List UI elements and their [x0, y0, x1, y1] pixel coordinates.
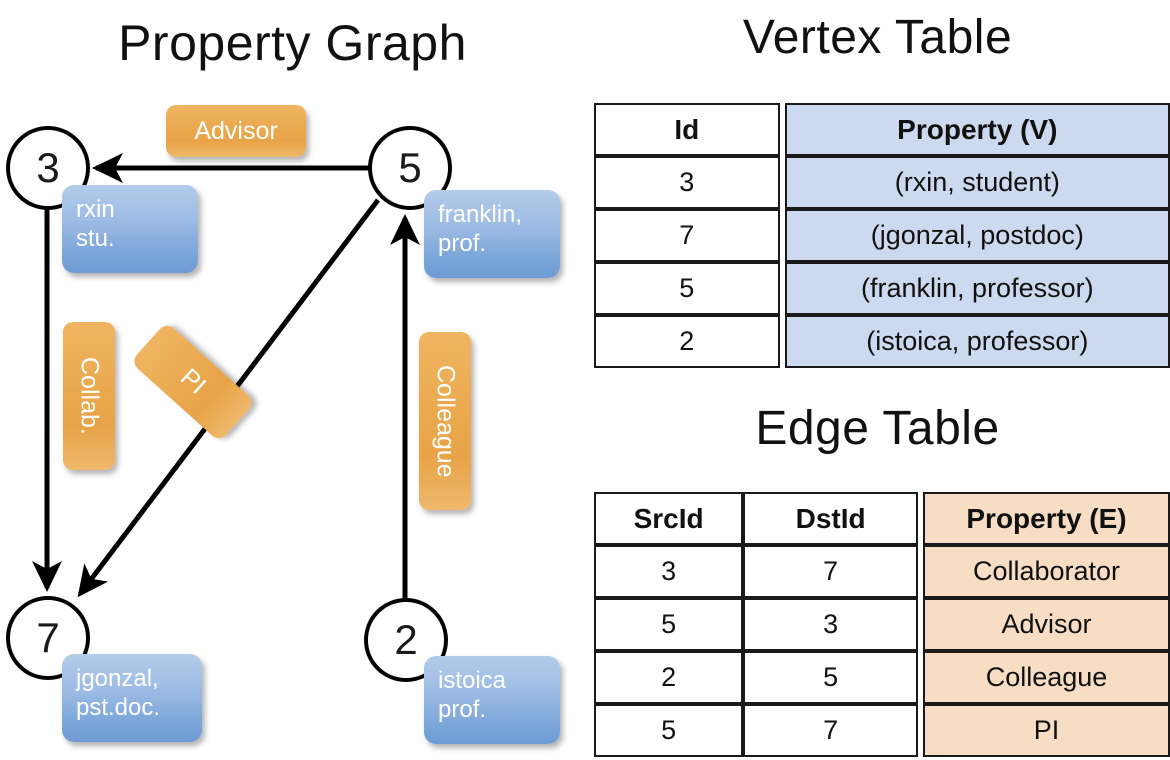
- vertex-cell-id: 5: [594, 262, 780, 315]
- vertex-cell-property: (jgonzal, postdoc): [784, 209, 1170, 262]
- edge-cell-dstid: 5: [743, 651, 919, 704]
- column-gap: [779, 315, 785, 368]
- graph-vertex-2[interactable]: 2: [364, 598, 448, 682]
- vertex-property-box-franklin[interactable]: franklin, prof.: [424, 190, 560, 278]
- edge-label-colleague[interactable]: Colleague: [419, 332, 471, 510]
- edge-label-advisor[interactable]: Advisor: [166, 105, 306, 157]
- edge-cell-dstid: 3: [743, 598, 919, 651]
- vertex-property-line: franklin,: [438, 201, 523, 228]
- edge-table-header-srcid: SrcId: [594, 492, 744, 545]
- column-gap: [779, 209, 785, 262]
- vertex-table: Id Property (V) 3 (rxin, student) 7 (jgo…: [594, 103, 1170, 368]
- edge-label-text: Collab.: [75, 357, 104, 435]
- column-gap: [779, 262, 785, 315]
- property-graph-diagram: 3 5 7 2 rxin stu. franklin, prof. jgonza…: [6, 105, 560, 744]
- table-row[interactable]: 5 (franklin, professor): [594, 262, 1170, 315]
- edge-label-collab[interactable]: Collab.: [63, 322, 115, 470]
- vertex-cell-id: 3: [594, 156, 780, 209]
- table-row[interactable]: 3 7 Collaborator: [594, 545, 1170, 598]
- vertex-property-line: pst.doc.: [76, 694, 161, 722]
- vertex-cell-property: (franklin, professor): [784, 262, 1170, 315]
- edge-cell-property: Colleague: [923, 651, 1170, 704]
- vertex-cell-property: (istoica, professor): [784, 315, 1170, 368]
- edge-table-header-dstid: DstId: [743, 492, 919, 545]
- vertex-cell-property: (rxin, student): [784, 156, 1170, 209]
- edge-cell-srcid: 5: [594, 598, 744, 651]
- page-title-vertex-table: Vertex Table: [742, 11, 1013, 64]
- column-gap: [918, 651, 924, 704]
- table-row[interactable]: 2 (istoica, professor): [594, 315, 1170, 368]
- vertex-table-header-property: Property (V): [784, 103, 1170, 156]
- table-row[interactable]: 5 7 PI: [594, 704, 1170, 757]
- vertex-property-line: prof.: [438, 696, 487, 724]
- vertex-property-line: prof.: [438, 230, 487, 258]
- edge-cell-dstid: 7: [743, 545, 919, 598]
- vertex-table-header-row: Id Property (V): [594, 103, 1170, 156]
- column-gap: [918, 492, 924, 545]
- column-gap: [918, 545, 924, 598]
- page-title-property-graph: Property Graph: [118, 15, 467, 71]
- vertex-property-line: rxin: [76, 196, 115, 223]
- vertex-property-line: jgonzal,: [76, 665, 159, 692]
- column-gap: [918, 598, 924, 651]
- vertex-property-box-istoica[interactable]: istoica prof.: [424, 656, 560, 744]
- edge-label-text: Colleague: [431, 364, 460, 478]
- vertex-property-line: istoica: [438, 667, 507, 694]
- vertex-property-box-jgonzal[interactable]: jgonzal, pst.doc.: [62, 654, 202, 742]
- column-gap: [779, 103, 785, 156]
- table-row[interactable]: 7 (jgonzal, postdoc): [594, 209, 1170, 262]
- page-title-edge-table: Edge Table: [755, 402, 1000, 455]
- edge-cell-property: Collaborator: [923, 545, 1170, 598]
- edge-cell-srcid: 3: [594, 545, 744, 598]
- edge-table: SrcId DstId Property (E) 3 7 Collaborato…: [594, 492, 1170, 757]
- vertex-cell-id: 7: [594, 209, 780, 262]
- edge-cell-srcid: 5: [594, 704, 744, 757]
- vertex-property-box-rxin[interactable]: rxin stu.: [62, 185, 198, 273]
- edge-label-text: PI: [175, 363, 212, 400]
- table-row[interactable]: 5 3 Advisor: [594, 598, 1170, 651]
- edge-cell-srcid: 2: [594, 651, 744, 704]
- edge-label-text: Advisor: [194, 116, 278, 145]
- table-row[interactable]: 3 (rxin, student): [594, 156, 1170, 209]
- vertex-table-header-id: Id: [594, 103, 780, 156]
- vertex-cell-id: 2: [594, 315, 780, 368]
- edge-cell-dstid: 7: [743, 704, 919, 757]
- column-gap: [779, 156, 785, 209]
- edge-table-header-property: Property (E): [923, 492, 1170, 545]
- vertex-property-line: stu.: [76, 225, 115, 253]
- table-row[interactable]: 2 5 Colleague: [594, 651, 1170, 704]
- graph-vertex-5[interactable]: 5: [368, 126, 452, 210]
- edge-cell-property: Advisor: [923, 598, 1170, 651]
- edge-table-header-row: SrcId DstId Property (E): [594, 492, 1170, 545]
- column-gap: [918, 704, 924, 757]
- edge-cell-property: PI: [923, 704, 1170, 757]
